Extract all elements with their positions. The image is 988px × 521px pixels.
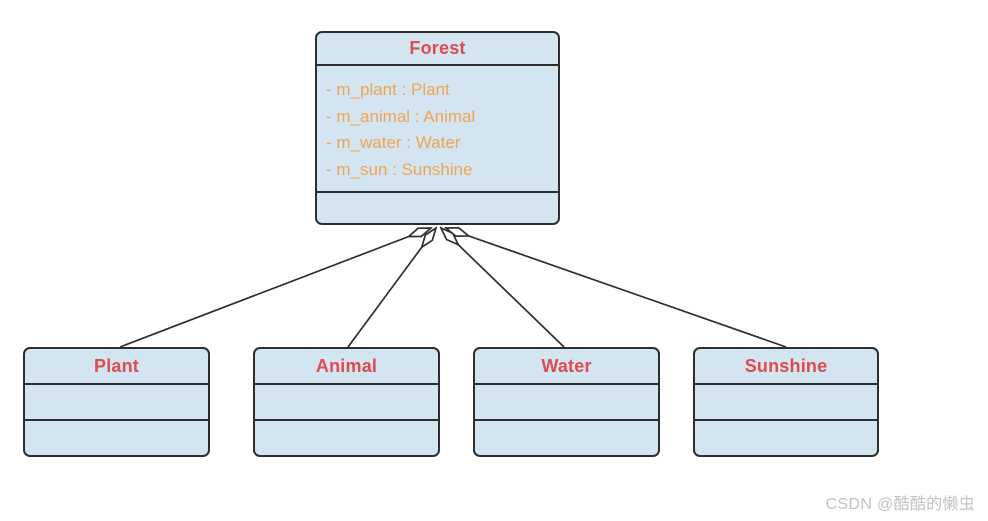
- class-plant-operations-compartment: [25, 419, 208, 455]
- class-water-operations-compartment: [475, 419, 658, 455]
- attribute-line: - m_water : Water: [326, 133, 461, 152]
- class-water-title: Water: [541, 355, 592, 376]
- class-plant[interactable]: Plant: [23, 347, 210, 457]
- class-animal-attributes-compartment: [255, 383, 438, 419]
- class-animal-title: Animal: [315, 355, 378, 376]
- class-sunshine-operations-compartment: [695, 419, 877, 455]
- attribute-line: - m_sun : Sunshine: [326, 159, 473, 179]
- class-animal[interactable]: Animal: [253, 347, 440, 457]
- aggregation-forest-water: [441, 228, 565, 348]
- class-forest-attributes-compartment: - m_plant : Plant - m_animal : Animal - …: [317, 64, 558, 191]
- class-water-attributes-compartment: [475, 383, 658, 419]
- attribute-line: - m_plant : Plant: [326, 80, 450, 99]
- class-forest-operations-compartment: [317, 191, 558, 223]
- class-sunshine[interactable]: Sunshine: [693, 347, 879, 457]
- attribute-line: - m_animal : Animal: [326, 106, 476, 126]
- class-animal-operations-compartment: [255, 419, 438, 455]
- class-sunshine-attributes-compartment: [695, 383, 877, 419]
- class-water[interactable]: Water: [473, 347, 660, 457]
- aggregation-forest-sunshine: [446, 228, 787, 348]
- class-forest[interactable]: Forest - m_plant : Plant - m_animal : An…: [315, 31, 560, 225]
- aggregation-forest-plant: [119, 228, 431, 348]
- watermark-text: CSDN @酷酷的懒虫: [825, 496, 975, 513]
- aggregation-forest-animal: [347, 228, 436, 348]
- class-plant-title: Plant: [93, 355, 139, 376]
- class-forest-title: Forest: [409, 38, 466, 58]
- class-plant-attributes-compartment: [25, 383, 208, 419]
- class-sunshine-title: Sunshine: [744, 355, 828, 376]
